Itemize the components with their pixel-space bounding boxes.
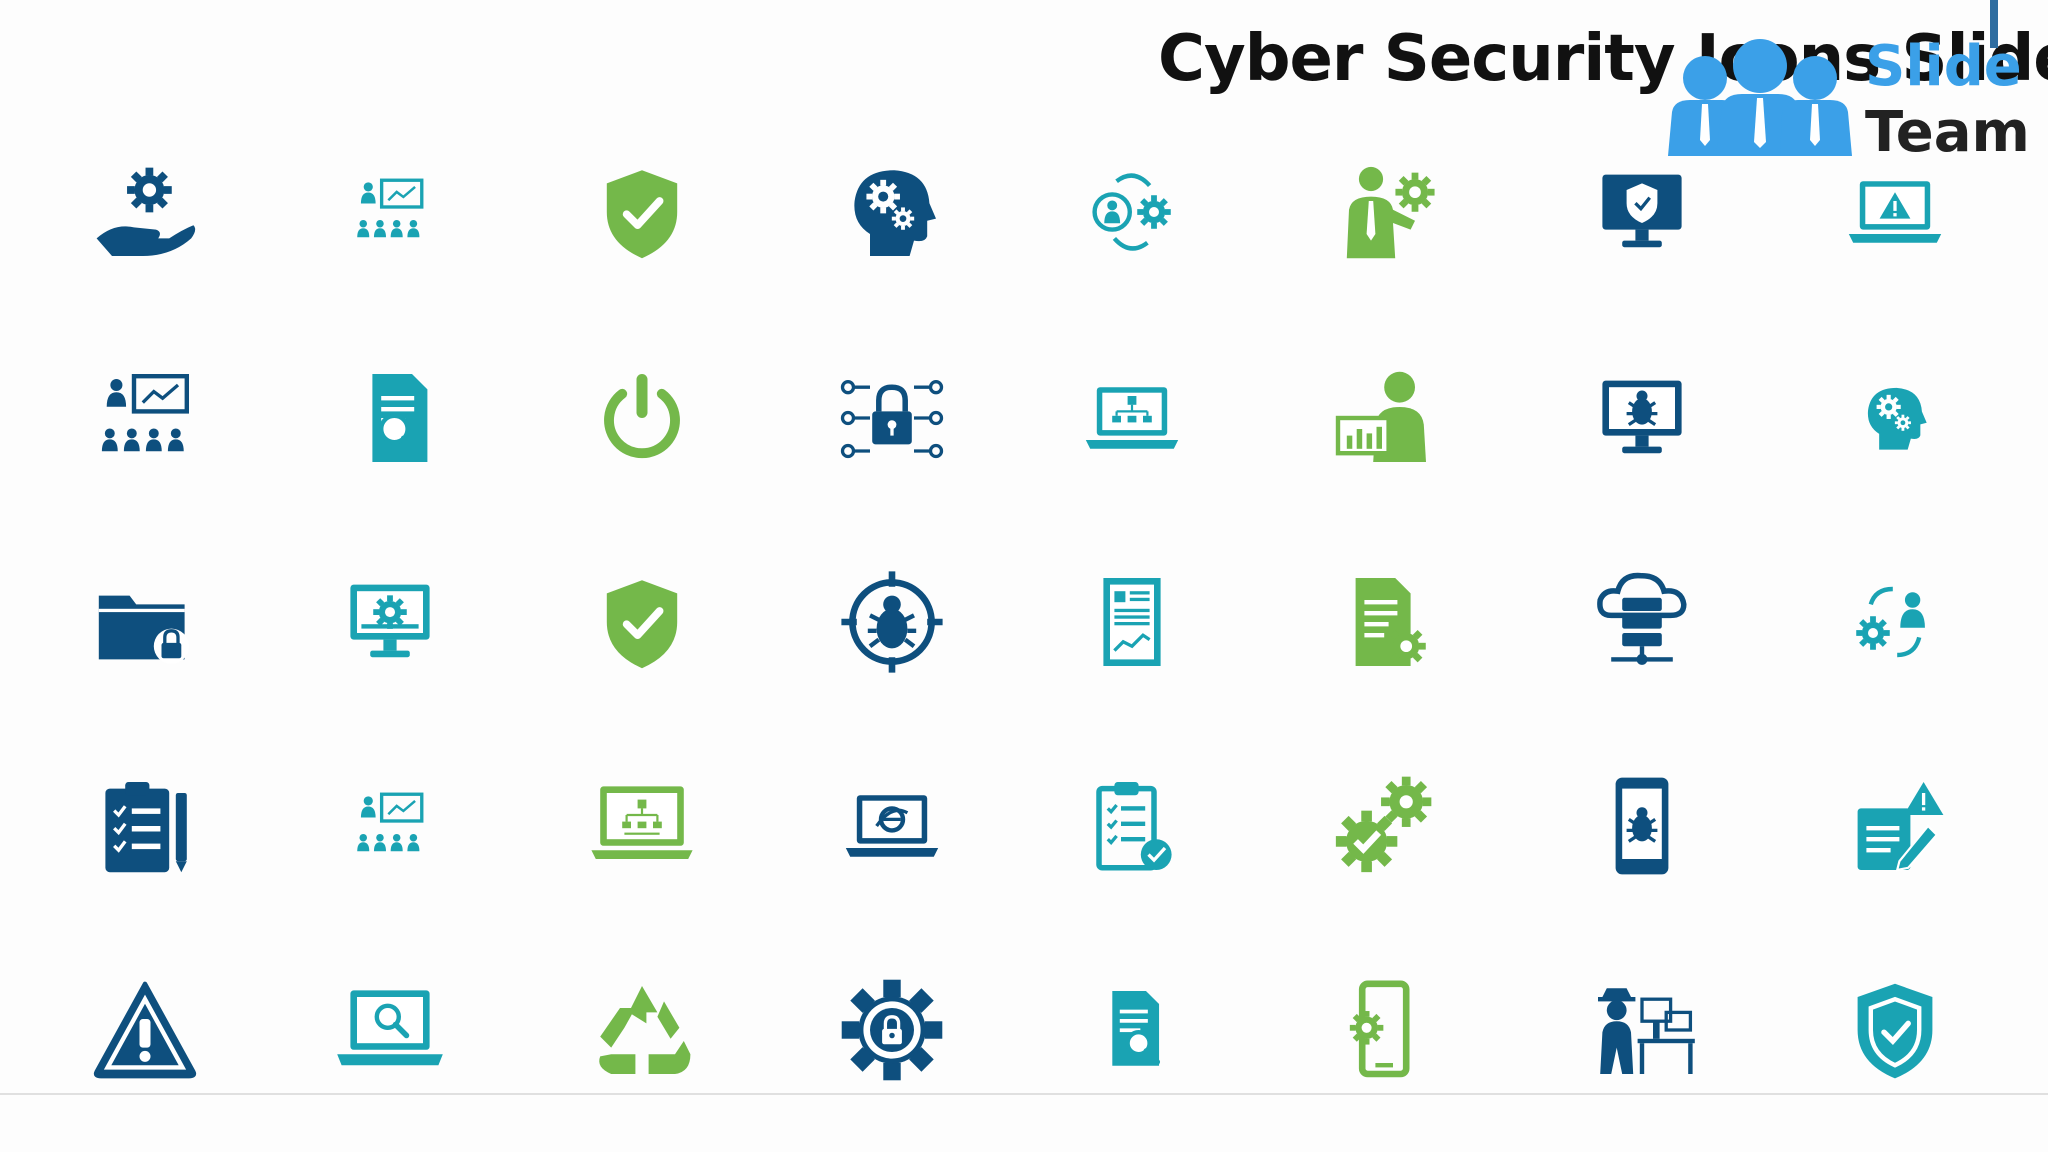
monitor-bug-icon bbox=[1587, 363, 1697, 473]
laptop-search-icon bbox=[335, 975, 445, 1085]
presentation-audience-icon bbox=[335, 157, 445, 267]
laptop-network-icon bbox=[587, 771, 697, 881]
user-analytics-icon bbox=[1327, 363, 1437, 473]
laptop-warning-icon bbox=[1840, 157, 1950, 267]
shield-check-icon bbox=[587, 157, 697, 267]
document-search-small-icon bbox=[1077, 975, 1187, 1085]
lock-circuit-icon bbox=[837, 363, 947, 473]
clipboard-checklist-icon bbox=[90, 771, 200, 881]
businessman-gear-icon bbox=[1327, 157, 1437, 267]
recycle-icon bbox=[587, 975, 697, 1085]
power-icon bbox=[587, 363, 697, 473]
gear-lock-icon bbox=[837, 975, 947, 1085]
gears-check-icon bbox=[1327, 771, 1437, 881]
presenter-board-icon bbox=[90, 363, 200, 473]
spy-workstation-icon bbox=[1587, 975, 1697, 1085]
folder-lock-icon bbox=[90, 567, 200, 677]
clipboard-approved-icon bbox=[1077, 771, 1187, 881]
shield-badge-check-icon bbox=[1840, 975, 1950, 1085]
slideteam-logo-icon bbox=[1668, 39, 1852, 156]
slide-title: Cyber Security Icons Slide bbox=[1158, 22, 2048, 96]
bug-target-icon bbox=[837, 567, 947, 677]
report-document-icon bbox=[1077, 567, 1187, 677]
logo-text-team: Team bbox=[1865, 100, 2030, 165]
logo-accent-bar bbox=[1990, 0, 1998, 48]
cloud-server-icon bbox=[1587, 567, 1697, 677]
laptop-browser-icon bbox=[837, 771, 947, 881]
head-gears-small-icon bbox=[1840, 363, 1950, 473]
monitor-shield-icon bbox=[1587, 157, 1697, 267]
shield-check-large-icon bbox=[587, 567, 697, 677]
mobile-bug-icon bbox=[1587, 771, 1697, 881]
hand-gear-icon bbox=[90, 157, 200, 267]
document-edit-warning-icon bbox=[1840, 771, 1950, 881]
mobile-gear-icon bbox=[1327, 975, 1437, 1085]
presentation-audience-small-icon bbox=[335, 771, 445, 881]
head-gears-icon bbox=[837, 157, 947, 267]
document-search-icon bbox=[335, 363, 445, 473]
logo-text-slide: Slide bbox=[1865, 34, 2022, 99]
document-gear-icon bbox=[1327, 567, 1437, 677]
user-gear-sync-icon bbox=[1840, 567, 1950, 677]
user-gear-cycle-icon bbox=[1077, 157, 1187, 267]
laptop-hierarchy-icon bbox=[1077, 363, 1187, 473]
monitor-gear-icon bbox=[335, 567, 445, 677]
warning-triangle-icon bbox=[90, 975, 200, 1085]
footer-divider bbox=[0, 1093, 2048, 1095]
